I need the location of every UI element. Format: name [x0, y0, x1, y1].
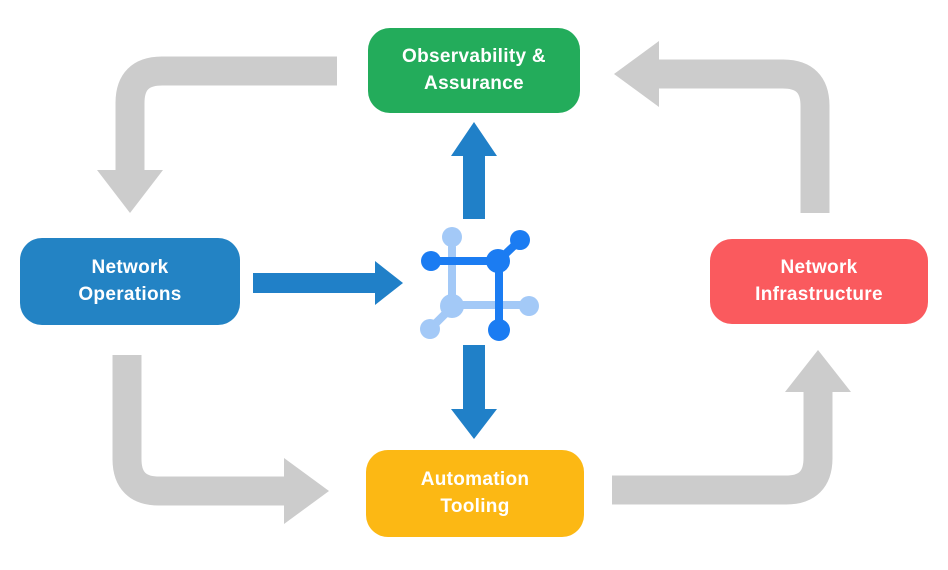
arrowhead-up-icon	[785, 350, 851, 392]
arrow-shaft	[115, 56, 337, 172]
arrowhead-right-icon	[284, 458, 329, 524]
node-automation-tooling: Automation Tooling	[366, 450, 584, 537]
arrowhead-right-icon	[375, 261, 403, 305]
arrow-operations-to-tooling	[112, 355, 329, 524]
node-network-infrastructure: Network Infrastructure	[710, 239, 928, 324]
arrow-operations-to-center	[253, 261, 403, 305]
arrow-observability-to-operations	[97, 56, 337, 213]
node-network-operations: Network Operations	[20, 238, 240, 325]
arrow-shaft	[659, 59, 830, 213]
arrow-tooling-to-infrastructure	[612, 350, 851, 505]
arrow-shaft	[612, 392, 833, 505]
node-observability-assurance: Observability & Assurance	[368, 28, 580, 113]
arrowhead-down-icon	[451, 409, 497, 439]
arrow-center-to-tooling	[451, 345, 497, 439]
arrow-shaft	[112, 355, 284, 506]
arrow-center-to-observability	[451, 122, 497, 219]
network-fabric-dark-branch	[421, 230, 530, 341]
arrowhead-up-icon	[451, 122, 497, 156]
network-fabric-icon	[420, 227, 539, 341]
arrow-infrastructure-to-observability	[614, 41, 830, 213]
arrowhead-left-icon	[614, 41, 659, 107]
network-fabric-light-branch	[420, 227, 539, 339]
arrowhead-down-icon	[97, 170, 163, 213]
